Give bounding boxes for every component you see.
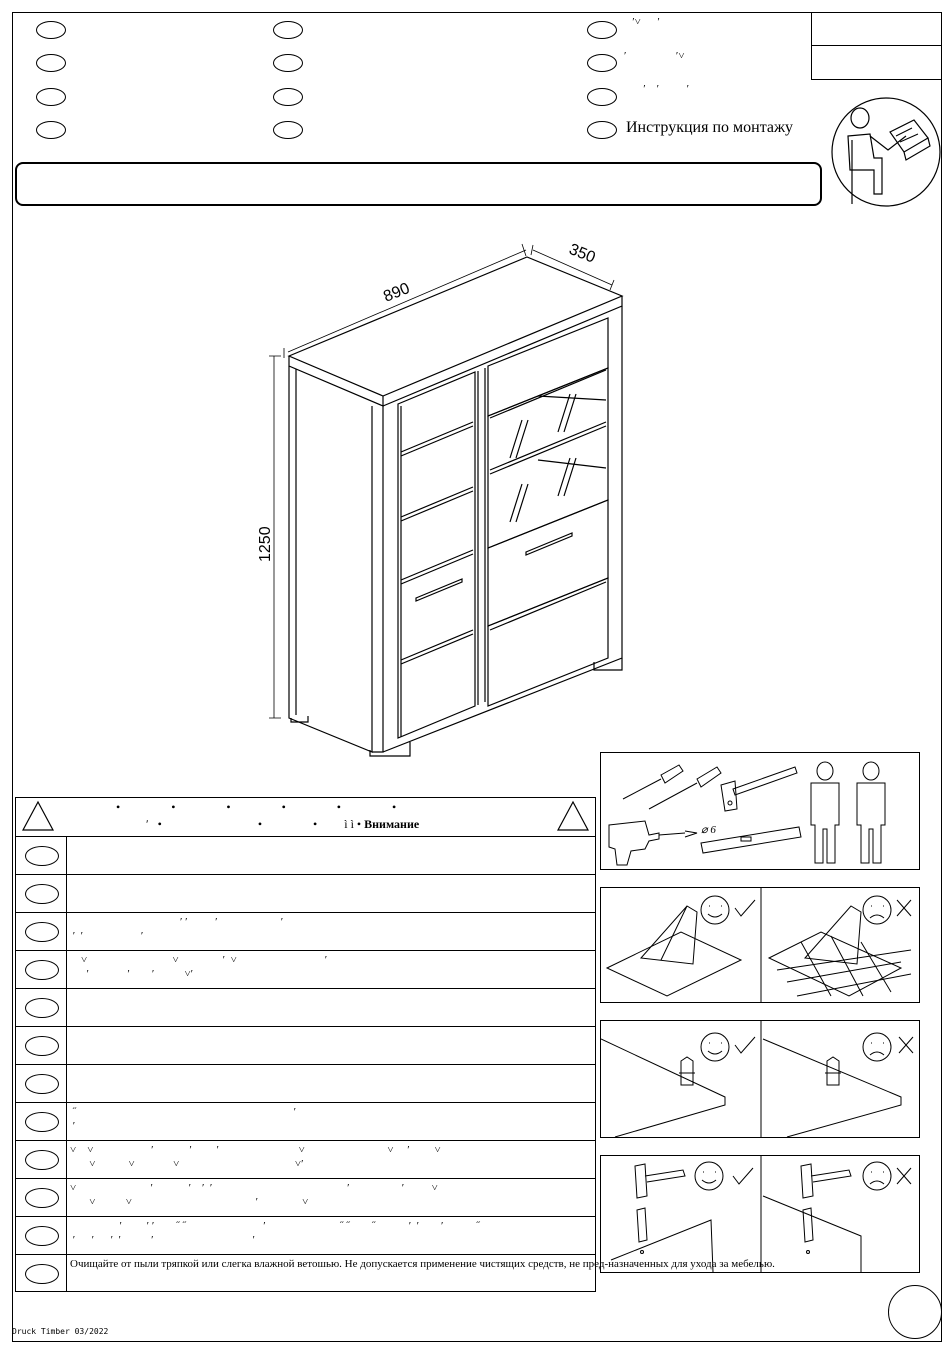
depth-dimension: 350	[567, 241, 598, 267]
language-oval[interactable]	[25, 922, 59, 942]
height-dimension: 1250	[257, 526, 274, 562]
warning-row-text: ʹ ʹ ʹ ˝ ˝ ʹ ˝ ˝ ˝ ʹ ʹ ʹ ˝ ʹ ʹ ʹ ʹ ʹ ʹ	[72, 1220, 481, 1246]
warning-row	[16, 837, 595, 875]
cross-icon	[896, 899, 912, 917]
warning-table: • • • • • • ʹ • • • ì ì • Внимание	[15, 797, 775, 1292]
happy-face-icon	[694, 1161, 724, 1191]
language-oval[interactable]	[25, 1226, 59, 1246]
dowel-panel	[600, 1020, 920, 1138]
language-oval[interactable]	[587, 54, 617, 72]
sad-face-icon	[862, 1032, 892, 1062]
instruction-title: Инструкция по монтажу	[626, 119, 794, 136]
language-oval[interactable]	[25, 1074, 59, 1094]
assembly-surface-panel	[600, 887, 920, 1003]
language-text: ʹ ʹ ʹ	[624, 83, 689, 95]
spirit-level-icon	[700, 826, 802, 854]
language-oval[interactable]	[25, 960, 59, 980]
warning-row: ʹ ʹ ʹ ʹ ʹ ʹ ʹ	[16, 913, 595, 951]
language-oval[interactable]	[25, 1150, 59, 1170]
warning-line-2-text: ʹ • • • ì ì •	[146, 817, 362, 831]
language-oval[interactable]	[36, 21, 66, 39]
surface-illustration	[605, 888, 912, 1002]
language-text: ʹ ʹ˅	[624, 50, 685, 62]
warning-triangle-icon	[556, 800, 590, 831]
dowel-illustration	[600, 1021, 914, 1138]
warning-row	[16, 875, 595, 913]
check-icon	[734, 1036, 756, 1054]
warning-row: ˅ ʹ ʹ ʹ ʹ ʹ ʹ ˅ ˅ ˅ ʹ	[16, 1179, 595, 1217]
product-title-box	[15, 162, 822, 206]
language-oval[interactable]	[36, 121, 66, 139]
warning-row-text: ˝ ʹ ʹ	[72, 1106, 297, 1132]
cross-icon	[896, 1167, 912, 1185]
language-oval[interactable]	[25, 1112, 59, 1132]
language-oval[interactable]	[25, 1188, 59, 1208]
tools-illustration: ⌀ 6	[608, 761, 886, 866]
sad-face-icon	[862, 1161, 892, 1191]
print-mark: Druck Timber 03/2022	[12, 1327, 109, 1336]
hammering-panel	[600, 1155, 920, 1273]
warning-row: ʹ ʹ ʹ ˝ ˝ ʹ ˝ ˝ ˝ ʹ ʹ ʹ ˝ ʹ ʹ ʹ ʹ ʹ ʹ	[16, 1217, 595, 1255]
warning-triangle-icon	[21, 800, 55, 831]
sad-face-icon	[862, 895, 892, 925]
care-instructions: Очищайте от пыли тряпкой или слегка влаж…	[70, 1258, 775, 1270]
check-icon	[734, 899, 756, 917]
read-manual-icon	[831, 97, 941, 207]
warning-row-text: ˅ ˅ ʹ ʹ ʹ ˅ ˅ ʹ ˅ ˅ ˅ ˅	[70, 1144, 441, 1170]
page-number-circle	[888, 1285, 942, 1339]
width-dimension: 890	[381, 280, 412, 306]
happy-face-icon	[700, 1032, 730, 1062]
language-oval[interactable]	[273, 121, 303, 139]
language-oval[interactable]	[25, 998, 59, 1018]
language-oval[interactable]	[36, 54, 66, 72]
language-oval[interactable]	[25, 884, 59, 904]
hammering-illustration	[610, 1156, 912, 1273]
language-oval[interactable]	[587, 88, 617, 106]
language-oval[interactable]	[273, 88, 303, 106]
warning-row-text: ˅ ʹ ʹ ʹ ʹ ʹ ʹ ˅ ˅ ˅ ʹ	[70, 1182, 438, 1208]
language-oval[interactable]	[25, 1036, 59, 1056]
check-icon	[732, 1167, 754, 1185]
warning-line-2: ʹ • • • ì ì • Внимание	[146, 817, 419, 832]
language-oval[interactable]	[25, 846, 59, 866]
language-oval[interactable]	[25, 1264, 59, 1284]
tools-panel: ⌀ 6	[600, 752, 920, 870]
warning-row	[16, 1027, 595, 1065]
language-oval[interactable]	[273, 54, 303, 72]
language-text: ʹ˅ ʹ	[624, 16, 660, 28]
warning-row: ˝ ʹ ʹ	[16, 1103, 595, 1141]
warning-row: ˅ ˅ ʹ ˅ ʹ ʹ ʹ ʹ ˅ʹ	[16, 951, 595, 989]
warning-row	[16, 989, 595, 1027]
drill-bit-size: ⌀ 6	[701, 824, 716, 836]
cabinet-drawing: 890 350 1250	[257, 241, 624, 757]
warning-header: • • • • • • ʹ • • • ì ì • Внимание	[16, 798, 595, 837]
page-frame	[12, 12, 942, 1342]
drill-icon	[608, 820, 660, 866]
article-box	[811, 12, 942, 80]
cross-icon	[898, 1036, 914, 1054]
warning-line-1: • • • • • •	[116, 800, 397, 814]
language-oval[interactable]	[587, 121, 617, 139]
language-oval[interactable]	[273, 21, 303, 39]
screwdriver-icon	[622, 764, 684, 800]
screwdriver-icon	[648, 766, 722, 810]
warning-row-text: ʹ ʹ ʹ ʹ ʹ ʹ ʹ	[72, 916, 284, 942]
warning-row-text: ˅ ˅ ʹ ˅ ʹ ʹ ʹ ʹ ˅ʹ	[81, 954, 328, 980]
warning-row: ˅ ˅ ʹ ʹ ʹ ˅ ˅ ʹ ˅ ˅ ˅ ˅	[16, 1141, 595, 1179]
happy-face-icon	[700, 895, 730, 925]
language-oval[interactable]	[36, 88, 66, 106]
warning-label: Внимание	[364, 817, 420, 831]
language-oval[interactable]	[587, 21, 617, 39]
warning-row	[16, 1065, 595, 1103]
hammer-icon	[720, 766, 798, 812]
warning-row: Очищайте от пыли тряпкой или слегка влаж…	[16, 1255, 775, 1291]
